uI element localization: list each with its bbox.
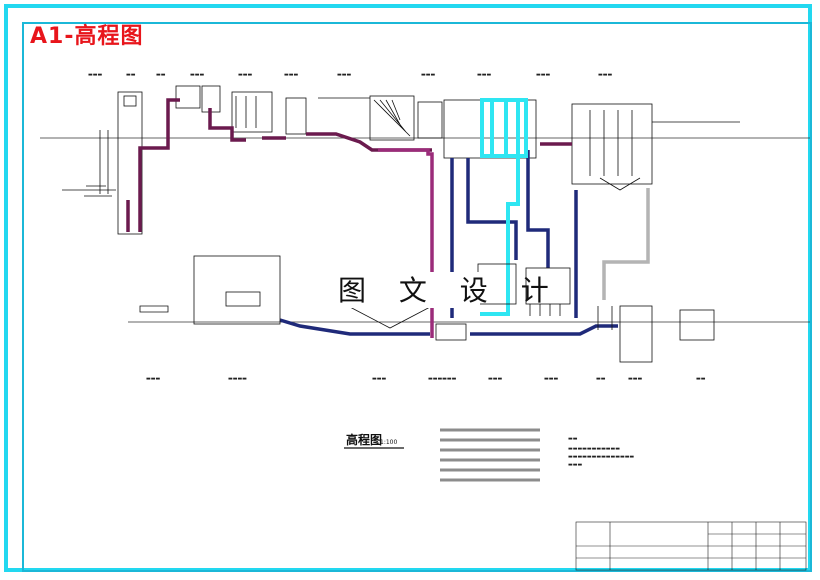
watermark-text: 图 文 设 计 — [338, 274, 561, 307]
svg-text:▬▬▬: ▬▬▬ — [146, 376, 160, 382]
svg-text:▬▬▬: ▬▬▬ — [238, 72, 252, 78]
svg-text:▬▬▬▬▬▬▬▬▬▬▬: ▬▬▬▬▬▬▬▬▬▬▬ — [568, 446, 620, 452]
watermark-box: 图 文 设 计 — [330, 272, 561, 308]
svg-text:▬▬▬: ▬▬▬ — [598, 72, 612, 78]
drawing-title-block: 高程图 1:100 — [344, 432, 404, 449]
svg-text:▬▬: ▬▬ — [568, 436, 578, 442]
svg-text:▬▬▬: ▬▬▬ — [568, 462, 582, 468]
svg-text:▬▬▬: ▬▬▬ — [628, 376, 642, 382]
svg-text:▬▬: ▬▬ — [696, 376, 706, 382]
pipe-cyan — [480, 98, 528, 316]
legend-bars — [440, 428, 540, 482]
svg-text:▬▬▬: ▬▬▬ — [337, 72, 351, 78]
pipe-magenta — [378, 148, 434, 338]
svg-text:▬▬▬: ▬▬▬ — [477, 72, 491, 78]
svg-text:▬▬▬: ▬▬▬ — [536, 72, 550, 78]
top-station-labels: ▬▬▬▬▬▬▬ ▬▬▬▬▬▬▬▬▬ ▬▬▬▬▬▬▬▬▬ ▬▬▬▬▬▬ — [88, 72, 612, 78]
svg-text:▬▬▬▬: ▬▬▬▬ — [228, 376, 247, 382]
pipe-gray — [602, 188, 650, 300]
title-block-table — [575, 521, 807, 571]
bottom-structures — [139, 255, 715, 363]
svg-text:▬▬▬: ▬▬▬ — [88, 72, 102, 78]
svg-text:▬▬▬: ▬▬▬ — [421, 72, 435, 78]
svg-text:▬▬▬: ▬▬▬ — [488, 376, 502, 382]
svg-text:▬▬▬: ▬▬▬ — [544, 376, 558, 382]
drawing-title: 高程图 — [346, 432, 382, 447]
svg-text:▬▬: ▬▬ — [596, 376, 606, 382]
bottom-station-labels: ▬▬▬▬▬▬▬▬▬▬ ▬▬▬▬▬▬▬▬▬▬▬▬ ▬▬▬▬▬▬▬ — [146, 376, 706, 382]
svg-text:▬▬▬: ▬▬▬ — [372, 376, 386, 382]
intake-structure — [62, 91, 143, 235]
drawing-inner-frame — [22, 22, 812, 572]
svg-text:▬▬▬▬▬▬: ▬▬▬▬▬▬ — [428, 376, 457, 382]
sheet-title: A1-高程图 — [30, 24, 144, 49]
notes-block: ▬▬ ▬▬▬▬▬▬▬▬▬▬▬ ▬▬▬▬▬▬▬▬▬▬▬▬▬▬ ▬▬▬ — [568, 436, 634, 468]
pipe-navy — [279, 150, 618, 336]
drawing-scale: 1:100 — [380, 439, 397, 446]
svg-text:▬▬: ▬▬ — [156, 72, 166, 78]
svg-text:▬▬▬▬▬▬▬▬▬▬▬▬▬▬: ▬▬▬▬▬▬▬▬▬▬▬▬▬▬ — [568, 454, 634, 460]
svg-text:▬▬▬: ▬▬▬ — [190, 72, 204, 78]
svg-text:▬▬▬: ▬▬▬ — [284, 72, 298, 78]
svg-text:▬▬: ▬▬ — [126, 72, 136, 78]
